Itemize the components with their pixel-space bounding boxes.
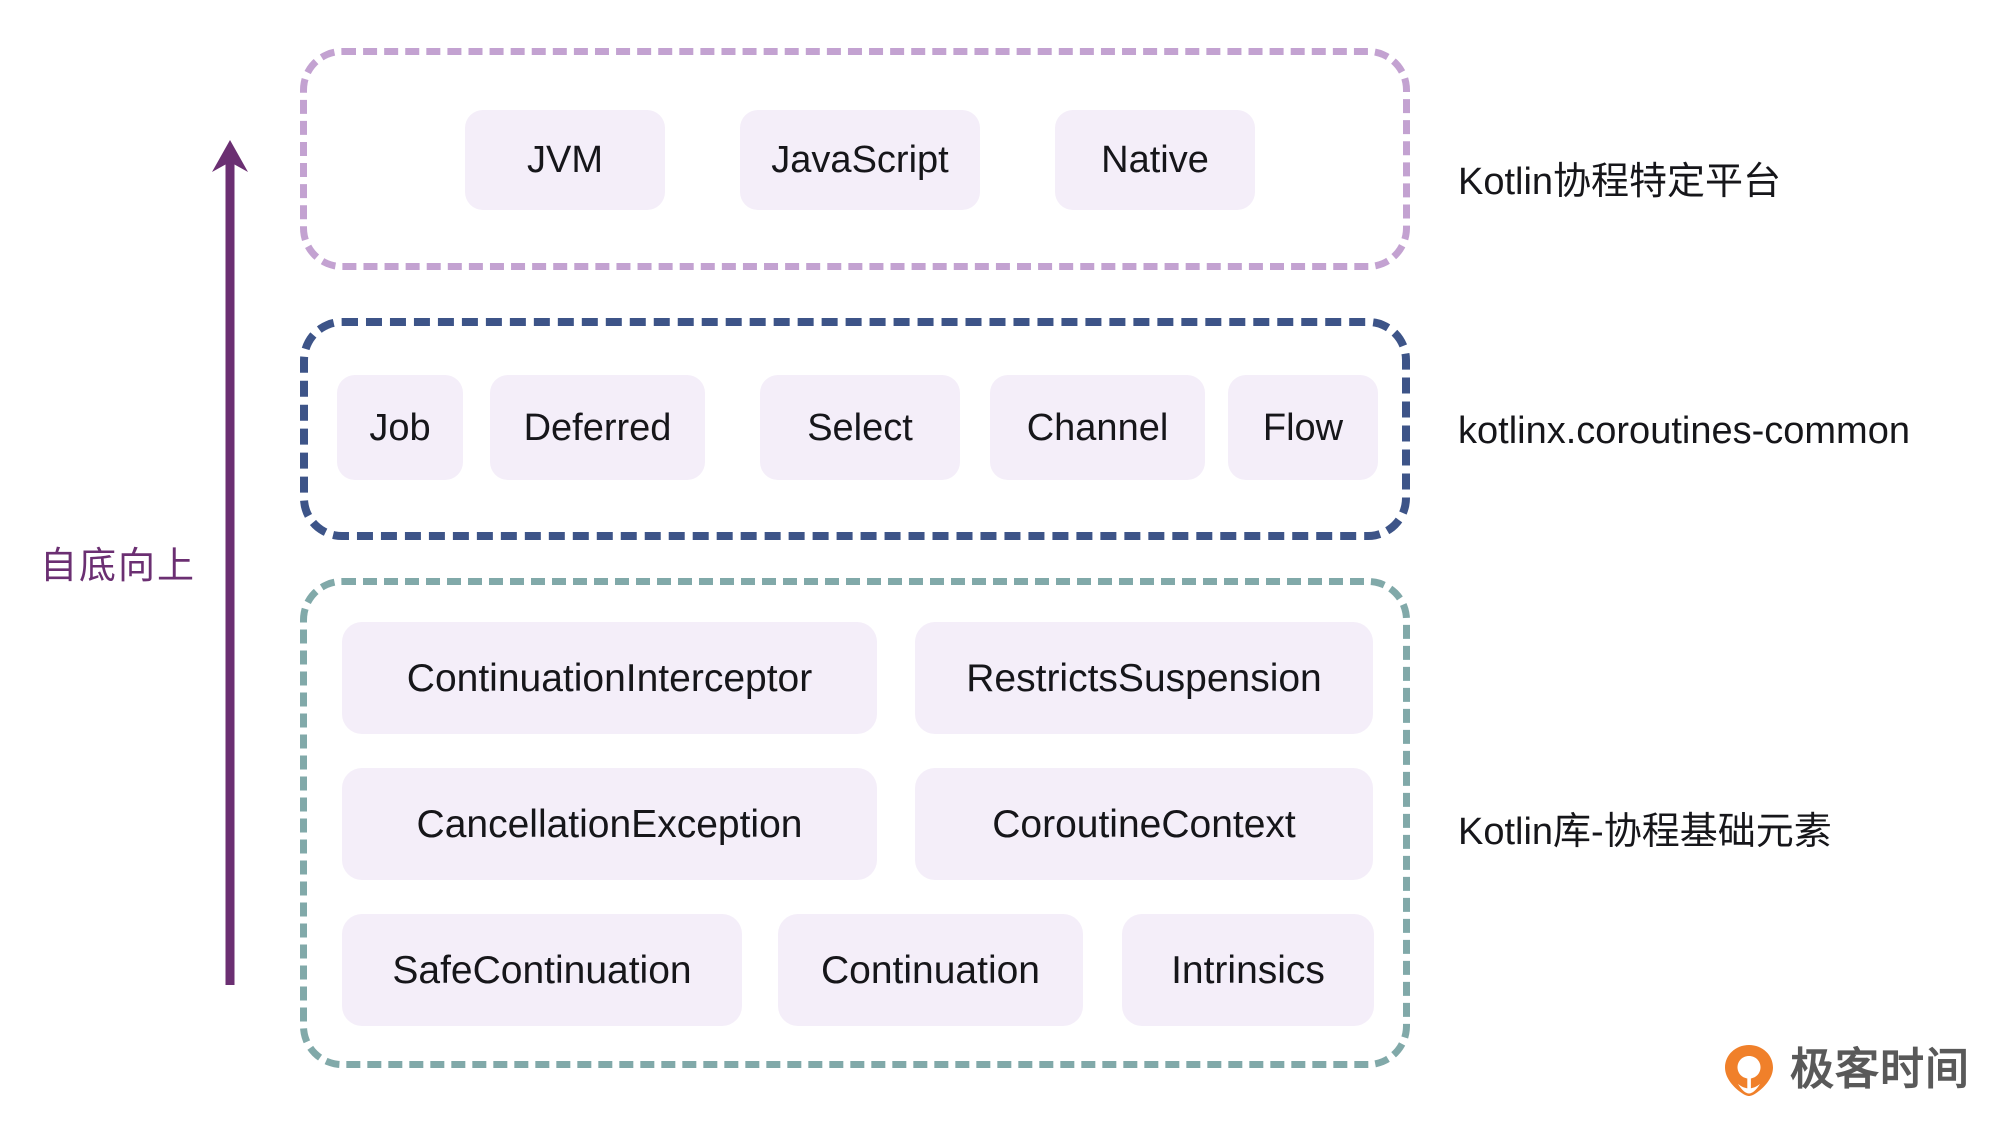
caption-base: Kotlin库-协程基础元素 bbox=[1458, 811, 1832, 853]
chip-javascript[interactable]: JavaScript bbox=[740, 110, 980, 210]
chip-select[interactable]: Select bbox=[760, 375, 960, 480]
chip-safecontinuation[interactable]: SafeContinuation bbox=[342, 914, 742, 1026]
chip-restrictssuspension[interactable]: RestrictsSuspension bbox=[915, 622, 1373, 734]
geektime-logo-icon bbox=[1725, 1045, 1773, 1096]
chip-continuationinterceptor[interactable]: ContinuationInterceptor bbox=[342, 622, 877, 734]
chip-flow[interactable]: Flow bbox=[1228, 375, 1378, 480]
chip-cancellationexception[interactable]: CancellationException bbox=[342, 768, 877, 880]
chip-continuation[interactable]: Continuation bbox=[778, 914, 1083, 1026]
layer-container-base bbox=[300, 578, 1410, 1068]
chip-intrinsics[interactable]: Intrinsics bbox=[1122, 914, 1374, 1026]
layer-container-common bbox=[300, 318, 1410, 540]
chip-coroutinecontext[interactable]: CoroutineContext bbox=[915, 768, 1373, 880]
chip-deferred[interactable]: Deferred bbox=[490, 375, 705, 480]
brand-name: 极客时间 bbox=[1790, 1045, 1970, 1094]
chip-job[interactable]: Job bbox=[337, 375, 463, 480]
caption-platform: Kotlin协程特定平台 bbox=[1458, 161, 1782, 203]
brand-logo: 极客时间 bbox=[1722, 1043, 1970, 1097]
layer-container-platform bbox=[300, 48, 1410, 270]
chip-channel[interactable]: Channel bbox=[990, 375, 1205, 480]
axis-label-bottom-up: 自底向上 bbox=[40, 545, 196, 586]
bottom-up-arrow-icon bbox=[212, 140, 248, 985]
chip-jvm[interactable]: JVM bbox=[465, 110, 665, 210]
chip-native[interactable]: Native bbox=[1055, 110, 1255, 210]
caption-common: kotlinx.coroutines-common bbox=[1458, 410, 1910, 452]
